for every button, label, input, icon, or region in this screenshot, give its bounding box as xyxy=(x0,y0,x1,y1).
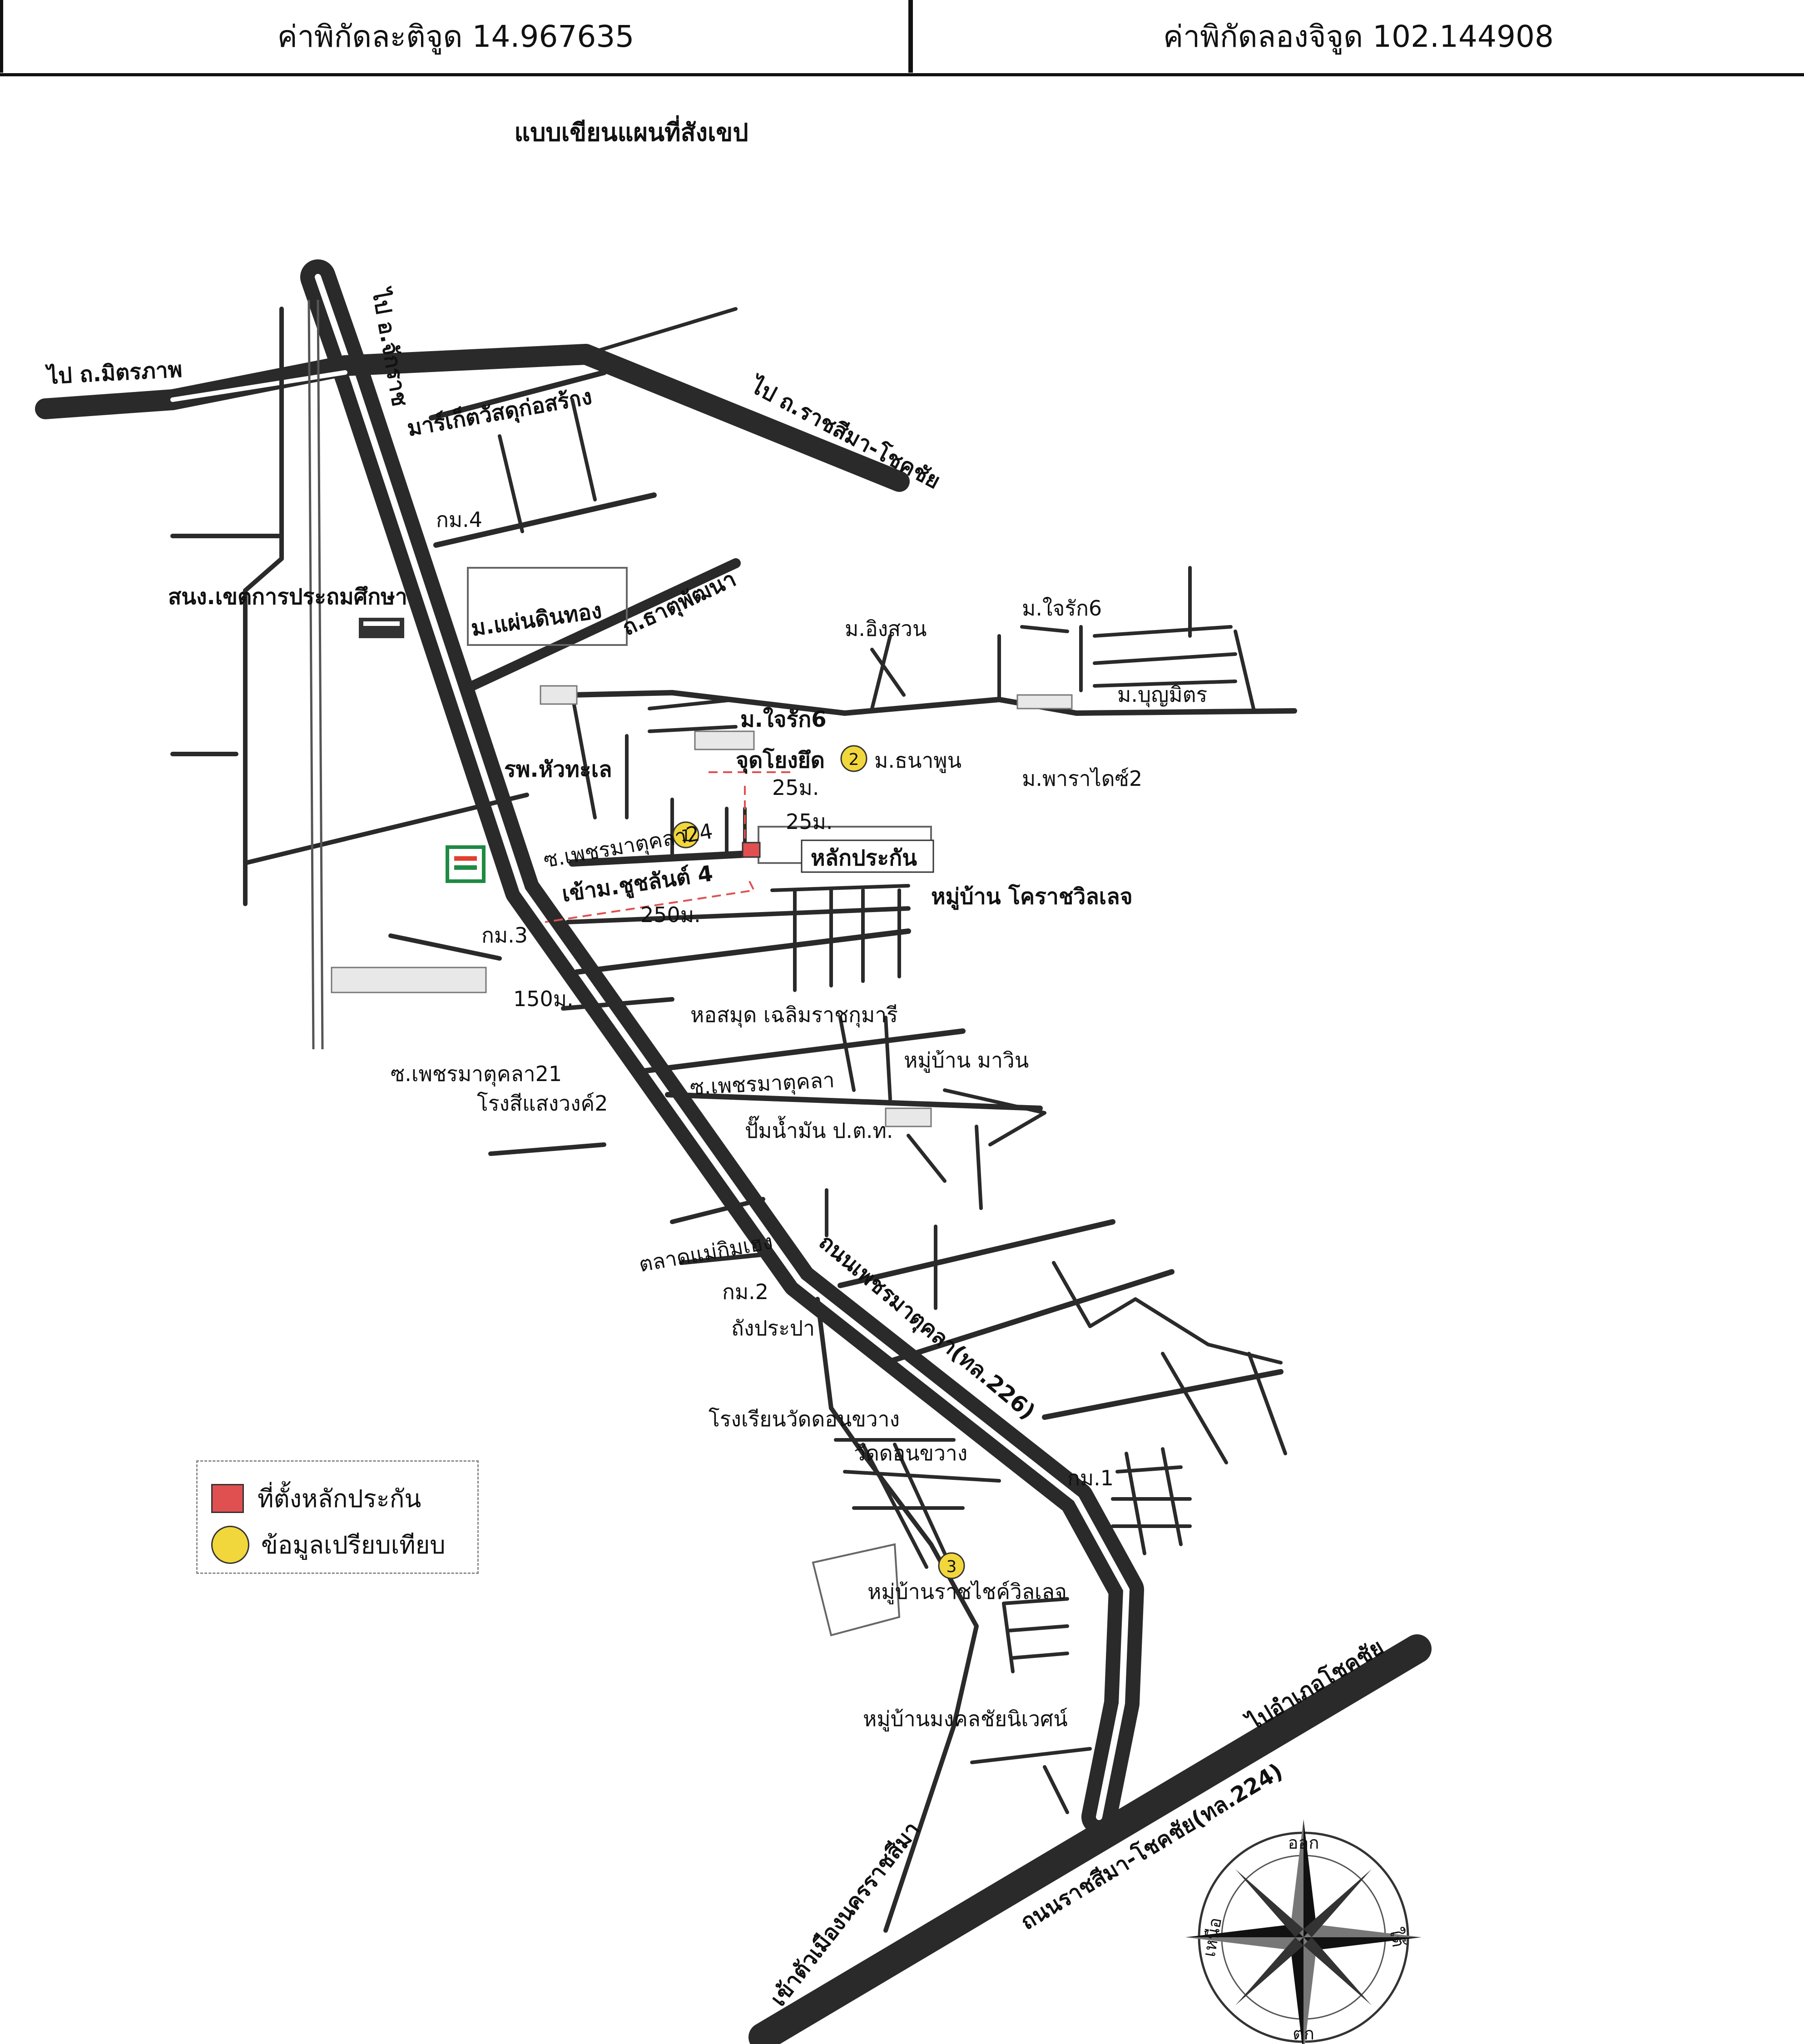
compass-south-label: ใต้ xyxy=(1386,1926,1409,1949)
label-collateral: หลักประกัน xyxy=(811,845,917,871)
label-soi-other: ซ.เพชรมาตุคลา xyxy=(689,1067,835,1101)
comparison-marker-3-number: 3 xyxy=(947,1558,957,1576)
hatched-block xyxy=(1016,694,1073,709)
label-m-jairak6-top: ม.ใจรัก6 xyxy=(1022,596,1102,620)
label-mongkol: หมู่บ้านมงคลชัยนิเวศน์ xyxy=(863,1707,1068,1731)
highway-224 xyxy=(748,1634,1432,2044)
parcel-outline xyxy=(467,567,628,646)
label-jud-yueng: จุดโยงยึด xyxy=(736,747,825,774)
label-dhammaphat: ถ.ธาตุพัฒนา xyxy=(618,566,740,641)
comparison-swatch-icon xyxy=(211,1526,249,1564)
label-to-mittraphap: ไป ถ.มิตรภาพ xyxy=(45,356,183,389)
map-legend: ที่ตั้งหลักประกัน ข้อมูลเปรียบเทียบ xyxy=(196,1460,479,1574)
compass-east-label: ออก xyxy=(1288,1833,1319,1853)
building-icon xyxy=(359,618,404,638)
road-phaendin xyxy=(467,558,741,691)
highway-226-centerline xyxy=(315,274,1130,1820)
distance-guide-250 xyxy=(545,881,756,923)
label-wat-don: วัดดอนขวาง xyxy=(854,1441,967,1465)
collateral-label-box: หลักประกัน xyxy=(801,839,934,873)
distance-25b: 25ม. xyxy=(786,809,833,834)
legend-collateral: ที่ตั้งหลักประกัน xyxy=(211,1479,421,1518)
label-market: มาร์เก็ตวัสดุก่อสร้าง xyxy=(405,383,594,442)
label-rachai: หมู่บ้านราชไชค์วิลเลจ xyxy=(867,1579,1067,1604)
compass-north-label: เหนือ xyxy=(1199,1916,1225,1958)
hatched-block xyxy=(694,730,755,750)
compass-rose: ออก เหนือ ใต้ ตก xyxy=(1185,1819,1422,2044)
label-m-jairak6: ม.ใจรัก6 xyxy=(740,706,827,732)
coordinate-bar: ค่าพิกัดละติจูด 14.967635 ค่าพิกัดลองจิจ… xyxy=(0,0,1804,76)
hatched-block xyxy=(540,685,578,705)
legend-comparison-label: ข้อมูลเปรียบเทียบ xyxy=(261,1531,446,1559)
longitude-text: ค่าพิกัดลองจิจูด 102.144908 xyxy=(908,0,1804,73)
distance-150: 150ม. xyxy=(513,987,574,1011)
label-tank: ถังประปา xyxy=(731,1316,815,1340)
latitude-text: ค่าพิกัดละติจูด 14.967635 xyxy=(0,0,908,73)
label-school-wat: โรงเรียนวัดดอนขวาง xyxy=(709,1407,900,1431)
label-m-thanaphun: ม.ธนาพูน xyxy=(874,748,961,773)
label-hospital: รพ.หัวทะเล xyxy=(504,757,612,782)
comparison-marker-1-number: 1 xyxy=(681,827,691,845)
collateral-swatch-icon xyxy=(211,1484,244,1513)
legend-comparison: ข้อมูลเปรียบเทียบ xyxy=(211,1525,446,1564)
hatched-block xyxy=(885,1107,932,1127)
label-school-office: สนง.เขตการประถมศึกษา xyxy=(168,584,407,610)
road-mittraphap xyxy=(35,344,910,492)
parcel-outline xyxy=(812,1543,901,1637)
label-km4: กม.4 xyxy=(436,507,482,532)
label-rongsin: โรงสีแสงวงค์2 xyxy=(477,1091,608,1116)
distance-250: 250ม. xyxy=(640,903,701,927)
comparison-marker-2-number: 2 xyxy=(849,750,859,769)
map-subtitle: แบบเขียนแผนที่สังเขป xyxy=(514,118,748,147)
label-mawin: หมู่บ้าน มาวิน xyxy=(904,1048,1029,1073)
distance-25a: 25ม. xyxy=(772,775,819,800)
label-library: หอสมุด เฉลิมราชกุมารี xyxy=(690,1002,898,1028)
label-chuansuk: เข้าม.ชูชลันต์ 4 xyxy=(560,861,715,908)
label-market-mae: ตลาดแม่กิมเฮง xyxy=(637,1229,775,1277)
comparison-marker-1: 1 xyxy=(672,821,699,848)
label-fuel: ปั๊มน้ำมัน ป.ต.ท. xyxy=(745,1116,893,1143)
collateral-marker xyxy=(742,842,761,858)
hatched-block xyxy=(331,967,487,993)
legend-collateral-label: ที่ตั้งหลักประกัน xyxy=(258,1484,421,1513)
label-m-boonmit: ม.บุญมิตร xyxy=(1117,682,1207,708)
label-soi-21: ซ.เพชรมาตุคลา21 xyxy=(391,1062,562,1087)
label-km2: กม.2 xyxy=(722,1280,768,1304)
road-km4 xyxy=(433,492,657,548)
label-km1: กม.1 xyxy=(1067,1466,1114,1490)
label-m-paradise: ม.พาราไดซ์2 xyxy=(1022,766,1142,791)
railway xyxy=(307,299,324,1050)
label-korat-village: หมู่บ้าน โคราชวิลเลจ xyxy=(931,883,1133,910)
label-m-ingsuan: ม.อิงสวน xyxy=(845,616,927,641)
comparison-marker-3: 3 xyxy=(938,1552,965,1579)
compass-west-label: ตก xyxy=(1293,2024,1314,2044)
comparison-marker-2: 2 xyxy=(840,745,867,772)
label-km3: กม.3 xyxy=(481,923,528,948)
seven-eleven-icon xyxy=(446,845,486,883)
